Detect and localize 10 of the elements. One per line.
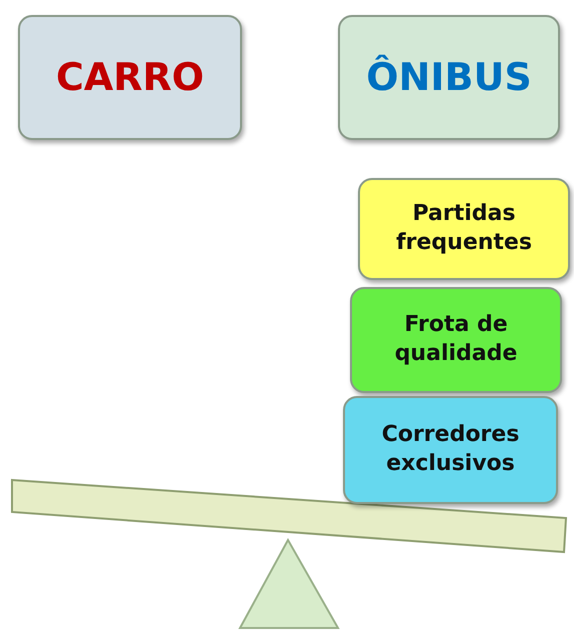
feature-box: [350, 287, 562, 393]
feature-box: [358, 178, 570, 280]
category-title: CARRO: [56, 54, 204, 101]
feature-box: [343, 396, 558, 504]
category-box: [18, 15, 242, 140]
feature-label: Partidas frequentes: [395, 200, 533, 257]
feature-label: Corredores exclusivos: [380, 421, 520, 478]
category-box: [338, 15, 560, 140]
category-title: ÔNIBUS: [366, 54, 532, 101]
feature-label: Frota de qualidade: [394, 311, 518, 368]
